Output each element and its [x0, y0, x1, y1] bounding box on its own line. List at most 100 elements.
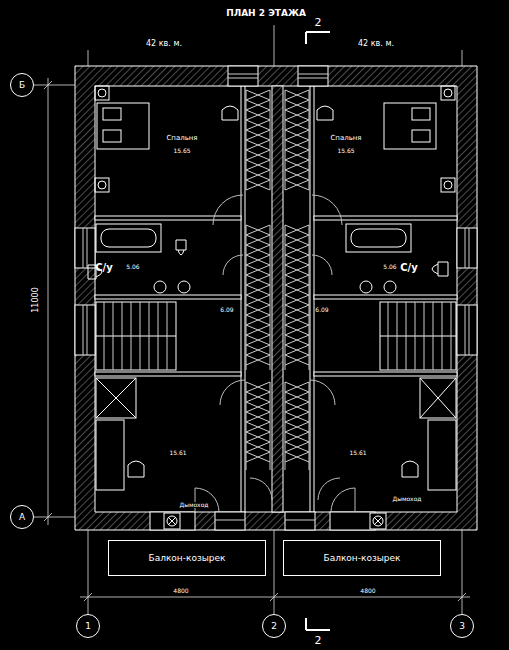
drawing-stroke: [246, 255, 270, 265]
drawing-stroke: [246, 140, 270, 150]
axis-label: 2: [271, 622, 277, 631]
drawing-stroke: [285, 382, 309, 392]
drawing-stroke: [406, 336, 407, 370]
drawing-stroke: [285, 295, 309, 305]
drawing-stroke: [285, 130, 309, 140]
drawing-stroke: [246, 170, 270, 180]
drawing-stroke: [140, 302, 141, 336]
drawing-stroke: [246, 285, 270, 295]
plan-title: ПЛАН 2 ЭТАЖА: [226, 9, 306, 18]
drawing-stroke: [285, 325, 309, 335]
section-mark: 2: [315, 635, 322, 646]
axis-bubble: 1: [76, 614, 100, 638]
drawing-stroke: [285, 382, 309, 392]
drawing-stroke: [246, 110, 270, 120]
drawing-stroke: [246, 90, 270, 100]
drawing-stroke: [246, 265, 270, 275]
drawing-stroke: [246, 345, 270, 355]
drawing-stroke: [246, 90, 270, 100]
drawing-stroke: [433, 302, 434, 336]
drawing-stroke: [285, 412, 309, 422]
drawing-stroke: [285, 452, 309, 462]
drawing-stroke: [246, 140, 270, 150]
drawing-stroke: [131, 336, 132, 370]
drawing-stroke: [149, 336, 150, 370]
drawing-stroke: [285, 255, 309, 265]
axis-label: 1: [85, 622, 91, 631]
drawing-stroke: [246, 295, 270, 305]
drawing-stroke: [285, 100, 309, 110]
drawing-stroke: [285, 255, 309, 265]
drawing-stroke: [285, 345, 309, 355]
section-mark: 2: [315, 17, 322, 28]
drawing-stroke: [158, 336, 159, 370]
chimney-label: Дымоход: [393, 496, 422, 502]
drawing-stroke: [285, 120, 309, 130]
drawing-stroke: [131, 302, 132, 336]
room-area: 15.61: [169, 450, 186, 456]
drawing-stroke: [285, 295, 309, 305]
drawing-stroke: [285, 170, 309, 180]
drawing-stroke: [424, 336, 425, 370]
drawing-stroke: [285, 130, 309, 140]
drawing-stroke: [113, 336, 114, 370]
room-area: 15.65: [173, 148, 190, 154]
drawing-stroke: [246, 100, 270, 110]
room-name: Спальня: [166, 135, 197, 142]
drawing-stroke: [285, 140, 309, 150]
drawing-stroke: [285, 245, 309, 255]
drawing-stroke: [246, 355, 270, 365]
drawing-stroke: [149, 302, 150, 336]
drawing-stroke: [451, 336, 452, 370]
drawing-stroke: [246, 150, 270, 160]
drawing-stroke: [451, 302, 452, 336]
drawing-stroke: [246, 402, 270, 412]
drawing-stroke: [246, 100, 270, 110]
drawing-stroke: [246, 452, 270, 462]
axis-bubble: 2: [262, 614, 286, 638]
drawing-stroke: [285, 140, 309, 150]
drawing-stroke: [285, 442, 309, 452]
drawing-stroke: [246, 452, 270, 462]
dimension: 11000: [32, 287, 40, 312]
drawing-stroke: [246, 120, 270, 130]
drawing-stroke: [285, 225, 286, 370]
drawing-stroke: [113, 302, 114, 336]
drawing-stroke: [246, 160, 270, 170]
room-area: 15.61: [349, 450, 366, 456]
drawing-stroke: [246, 120, 270, 130]
drawing-stroke: [285, 355, 309, 365]
drawing-stroke: [285, 305, 309, 315]
drawing-stroke: [424, 302, 425, 336]
drawing-stroke: [246, 265, 270, 275]
drawing-stroke: [285, 325, 309, 335]
drawing-stroke: [246, 382, 247, 470]
drawing-stroke: [246, 180, 270, 190]
drawing-stroke: [285, 180, 309, 190]
drawing-stroke: [285, 422, 309, 432]
drawing-stroke: [285, 432, 309, 442]
dimension: 4800: [173, 588, 188, 594]
drawing-stroke: [122, 302, 123, 336]
drawing-stroke: [270, 382, 271, 470]
room-area: 6.09: [315, 307, 328, 313]
drawing-stroke: [285, 422, 309, 432]
drawing-stroke: [122, 336, 123, 370]
drawing-stroke: [246, 305, 270, 315]
drawing-stroke: [246, 382, 270, 392]
drawing-stroke: [246, 245, 270, 255]
drawing-stroke: [285, 265, 309, 275]
drawing-stroke: [285, 170, 309, 180]
drawing-stroke: [246, 442, 270, 452]
drawing-stroke: [246, 225, 270, 235]
drawing-stroke: [415, 302, 416, 336]
drawing-stroke: [285, 402, 309, 412]
drawing-stroke: [246, 235, 270, 245]
room-name: С/у: [400, 263, 418, 273]
drawing-stroke: [285, 315, 309, 325]
drawing-stroke: [246, 225, 270, 235]
drawing-stroke: [285, 225, 309, 235]
drawing-stroke: [167, 302, 168, 336]
drawing-stroke: [285, 442, 309, 452]
